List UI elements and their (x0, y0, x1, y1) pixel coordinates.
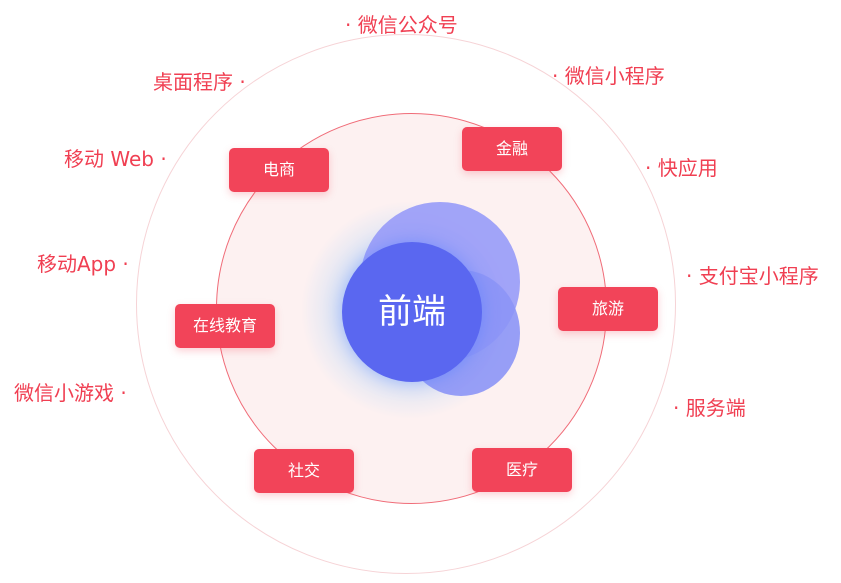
core-label: 前端 (378, 292, 446, 332)
domain-tag-ecommerce: 电商 (229, 148, 329, 192)
domain-tag-finance: 金融 (462, 127, 562, 171)
platform-wechat-official: · 微信公众号 (345, 13, 458, 37)
platform-desktop-app: 桌面程序 · (153, 70, 246, 94)
platform-mobile-web: 移动 Web · (64, 147, 167, 171)
platform-mobile-app: 移动App · (37, 252, 129, 276)
platform-wechat-minigame: 微信小游戏 · (14, 381, 127, 405)
domain-tag-medical: 医疗 (472, 448, 572, 492)
domain-tag-social: 社交 (254, 449, 354, 493)
domain-tag-travel: 旅游 (558, 287, 658, 331)
outer-ring (136, 34, 676, 574)
platform-wechat-miniprogram: · 微信小程序 (552, 64, 665, 88)
platform-alipay-miniprogram: · 支付宝小程序 (686, 264, 819, 288)
core-circle (342, 242, 482, 382)
platform-quick-app: · 快应用 (645, 156, 718, 180)
platform-server-side: · 服务端 (673, 396, 746, 420)
domain-tag-education: 在线教育 (175, 304, 275, 348)
